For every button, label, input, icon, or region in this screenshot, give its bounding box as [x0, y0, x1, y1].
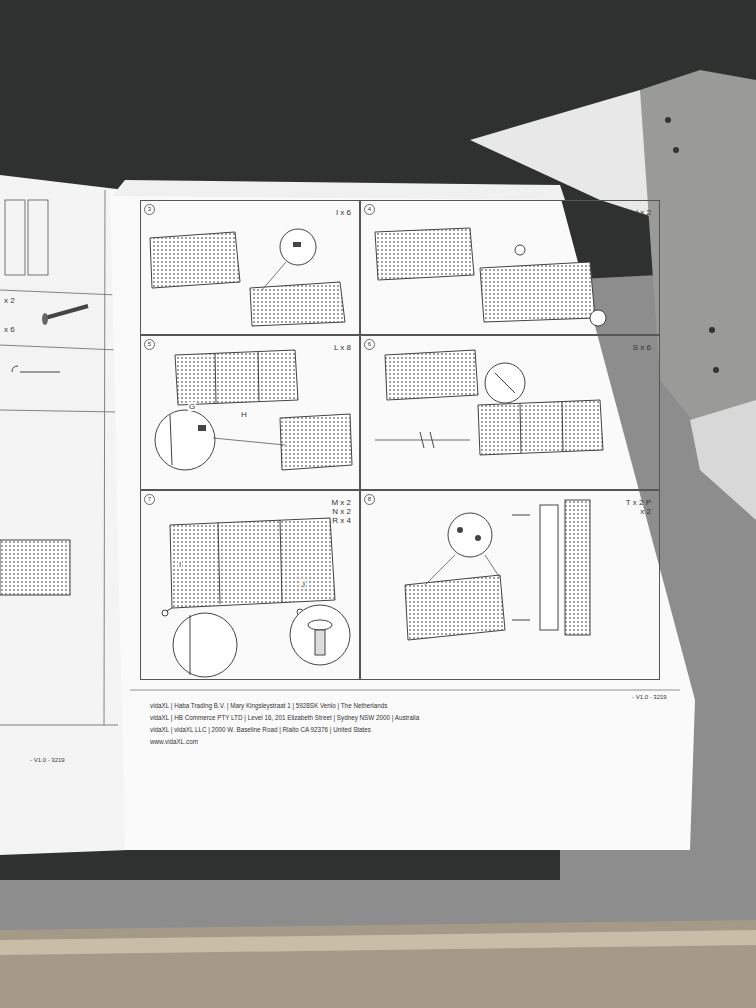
step-number: 7 — [144, 494, 155, 505]
part-letter: I — [178, 560, 182, 569]
part-quantity: I x 2 — [625, 209, 651, 218]
quantity: x 2 — [4, 296, 15, 305]
part-letter: G — [188, 402, 196, 411]
footer-address: vidaXL | HB Commerce PTY LTD | Level 16,… — [150, 714, 419, 721]
step-panel: 7 M x 2 N x 2 R x 4 — [140, 490, 360, 680]
step-panel: 6 S x 6 — [360, 335, 660, 490]
step-panel: 3 I x 6 — [140, 200, 360, 335]
footer-url: www.vidaXL.com — [150, 738, 198, 745]
step-panel: 5 L x 8 — [140, 335, 360, 490]
step-number: 5 — [144, 339, 155, 350]
part-quantity: T x 2 P x 2 — [625, 499, 651, 517]
step-number: 3 — [144, 204, 155, 215]
step-panel: 4 I x 2 — [360, 200, 660, 335]
quantity: x 6 — [4, 325, 15, 334]
step-number: 6 — [364, 339, 375, 350]
part-letter: J — [300, 580, 306, 589]
part-quantity: S x 6 — [625, 344, 651, 353]
version-code: - V1.0 - 3219 — [30, 757, 65, 763]
part-letter: H — [240, 410, 248, 419]
step-panel: 8 T x 2 P x 2 — [360, 490, 660, 680]
step-number: 4 — [364, 204, 375, 215]
step-number: 8 — [364, 494, 375, 505]
footer-address: vidaXL | Haba Trading B.V. | Mary Kingsl… — [150, 702, 387, 709]
footer-address: vidaXL | vidaXL LLC | 2000 W. Baseline R… — [150, 726, 371, 733]
version-code: - V1.0 - 3219 — [632, 694, 667, 700]
part-quantity: M x 2 N x 2 R x 4 — [325, 499, 351, 525]
part-quantity: L x 8 — [325, 344, 351, 353]
part-quantity: I x 6 — [325, 209, 351, 218]
